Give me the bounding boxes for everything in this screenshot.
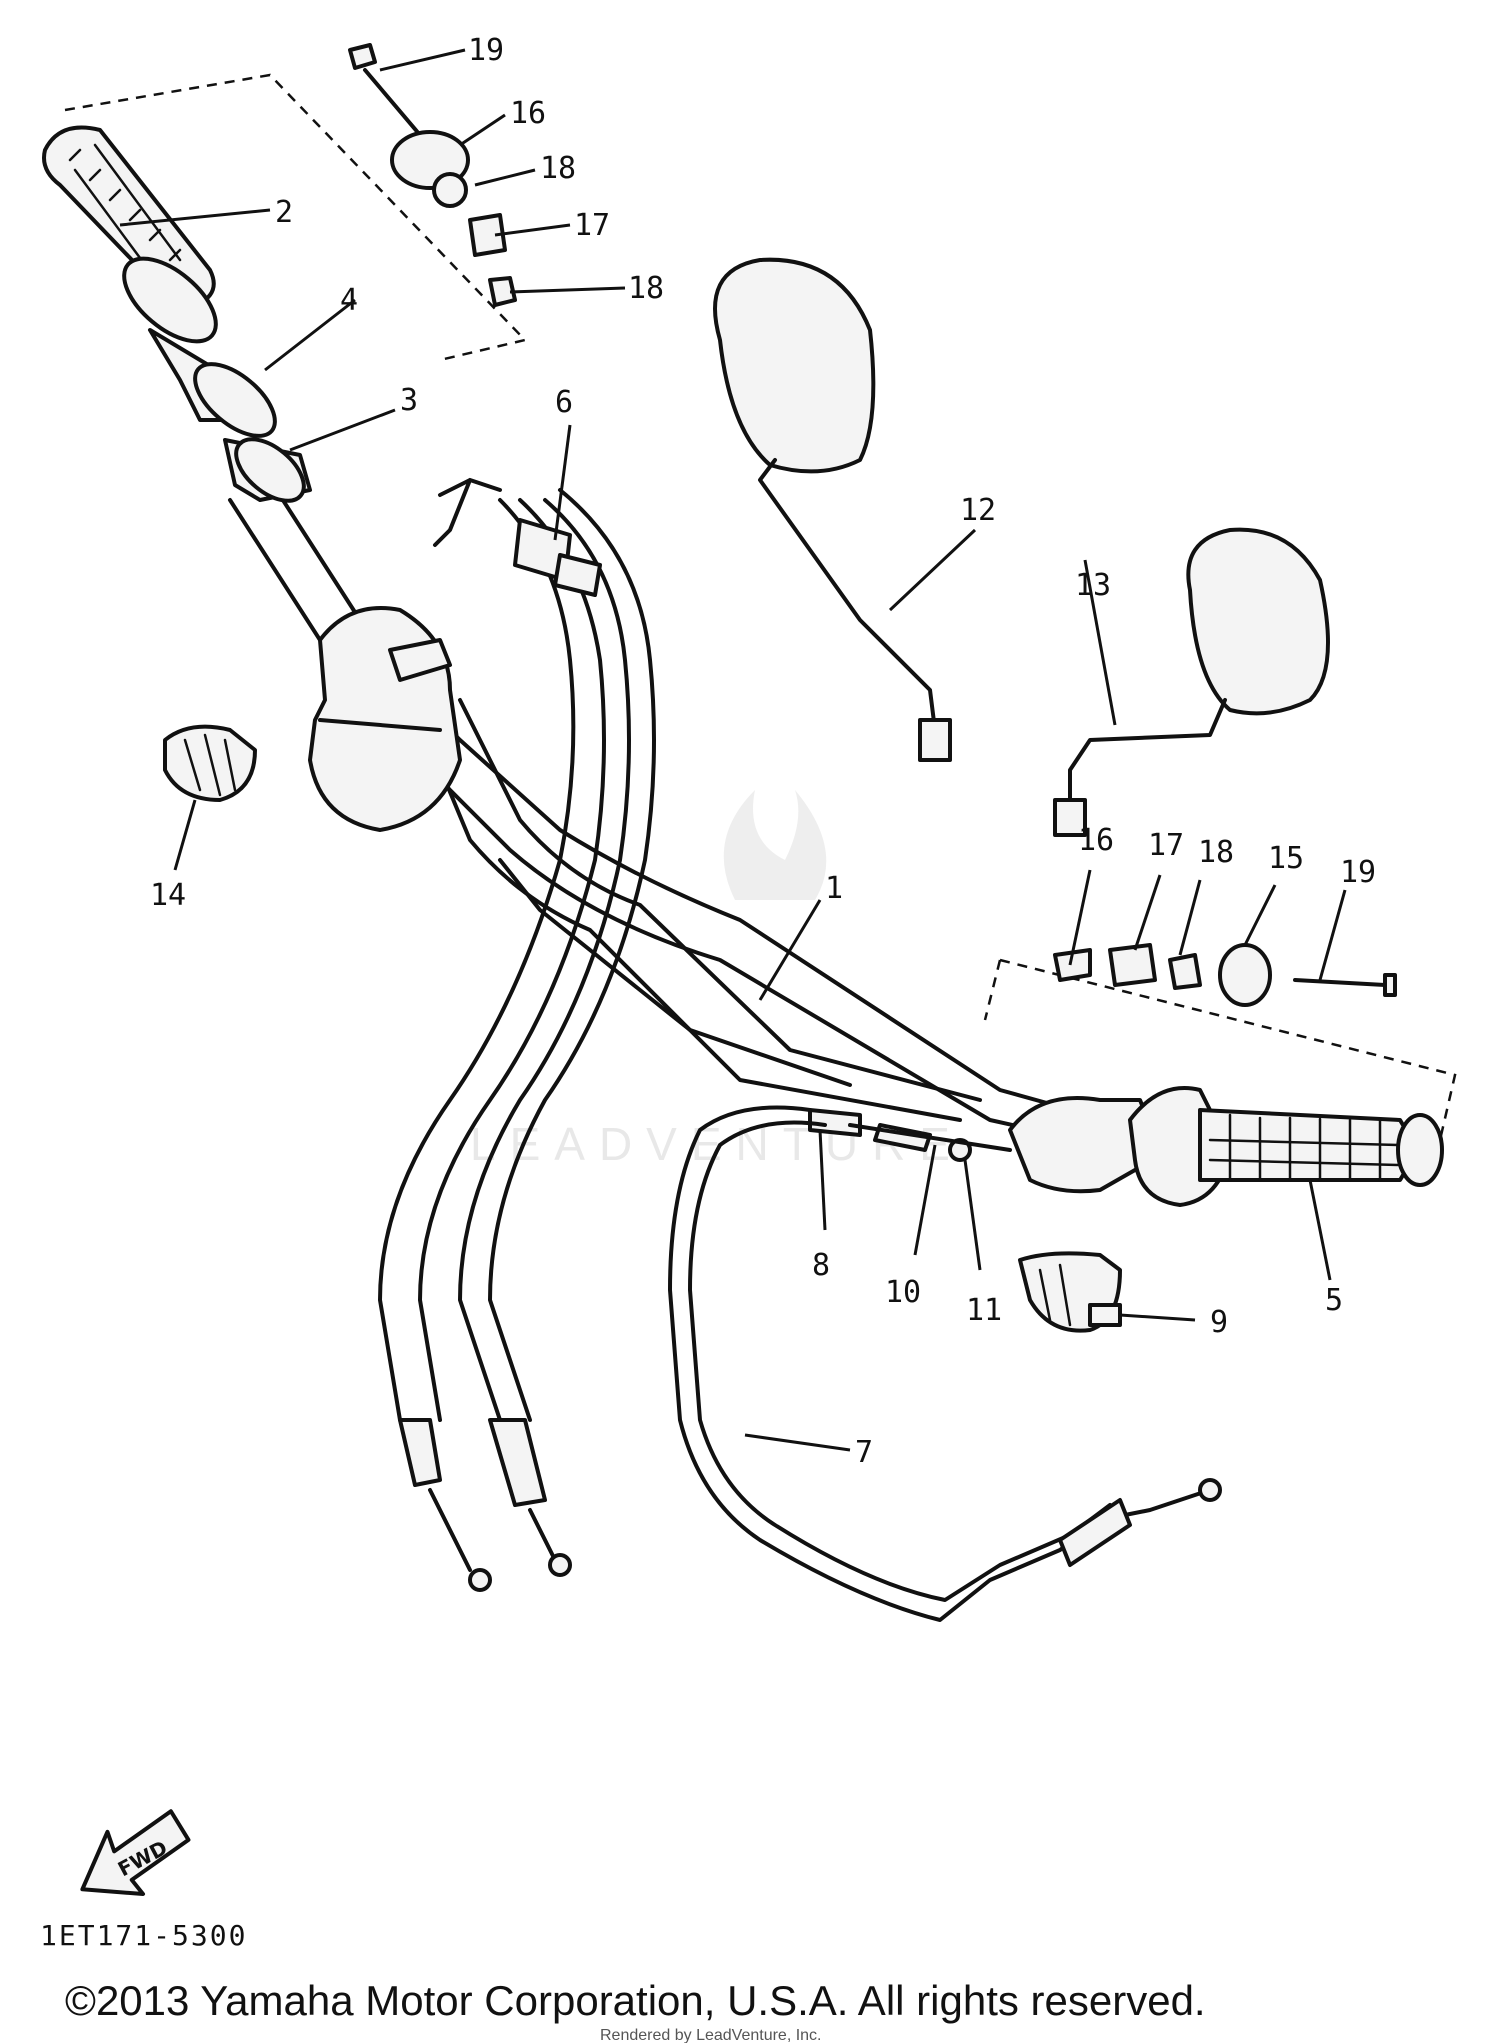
callout-6: 6 — [555, 385, 573, 420]
right-hardware — [1053, 943, 1397, 1007]
callout-18-right: 18 — [1198, 835, 1234, 870]
throttle-assembly — [808, 1086, 1444, 1207]
callout-1: 1 — [825, 871, 843, 906]
mirror-12 — [713, 257, 952, 762]
rendered-by-notice: Rendered by LeadVenture, Inc. — [600, 2027, 822, 2043]
left-switch-housing — [308, 606, 462, 832]
fwd-arrow: FWD — [80, 1809, 191, 1896]
callout-15-top: 16 — [510, 96, 546, 131]
callout-19-right: 19 — [1340, 855, 1376, 890]
callout-13: 13 — [1075, 568, 1111, 603]
callout-17-top: 18 — [628, 271, 664, 306]
callouts: 19 16 18 17 18 2 4 3 6 12 13 14 1 16 17 … — [150, 33, 1376, 1470]
diagram-code: 1ET171-5300 — [40, 1919, 247, 1952]
left-grip — [42, 125, 312, 503]
callout-14: 14 — [150, 878, 186, 913]
callout-18-top: 18 — [540, 151, 576, 186]
right-grip-assembly-outline — [983, 958, 1457, 1161]
callout-12: 12 — [960, 493, 996, 528]
copyright-notice: ©2013 Yamaha Motor Corporation, U.S.A. A… — [65, 1977, 1206, 2024]
callout-2: 2 — [275, 195, 293, 230]
callout-4: 4 — [340, 283, 358, 318]
callout-17-right: 16 — [1078, 823, 1114, 858]
callout-7: 7 — [855, 1435, 873, 1470]
callout-10: 10 — [885, 1275, 921, 1310]
callout-16-right: 17 — [1148, 828, 1184, 863]
callout-8: 8 — [812, 1248, 830, 1283]
callout-15-right: 15 — [1268, 841, 1304, 876]
mirror-13 — [1053, 527, 1330, 837]
callout-19-top: 19 — [468, 33, 504, 68]
leader-lines — [119, 48, 1347, 1452]
left-grip-assembly-outline — [64, 73, 528, 362]
part-14-switch — [163, 724, 257, 802]
callout-11: 11 — [966, 1293, 1002, 1328]
callout-5: 5 — [1325, 1283, 1343, 1318]
callout-3: 3 — [400, 383, 418, 418]
top-hardware — [348, 43, 517, 307]
callout-16-top: 17 — [574, 208, 610, 243]
cable-part-7 — [668, 1105, 1222, 1622]
part-9-switch — [1018, 1251, 1122, 1333]
callout-9: 9 — [1210, 1305, 1228, 1340]
